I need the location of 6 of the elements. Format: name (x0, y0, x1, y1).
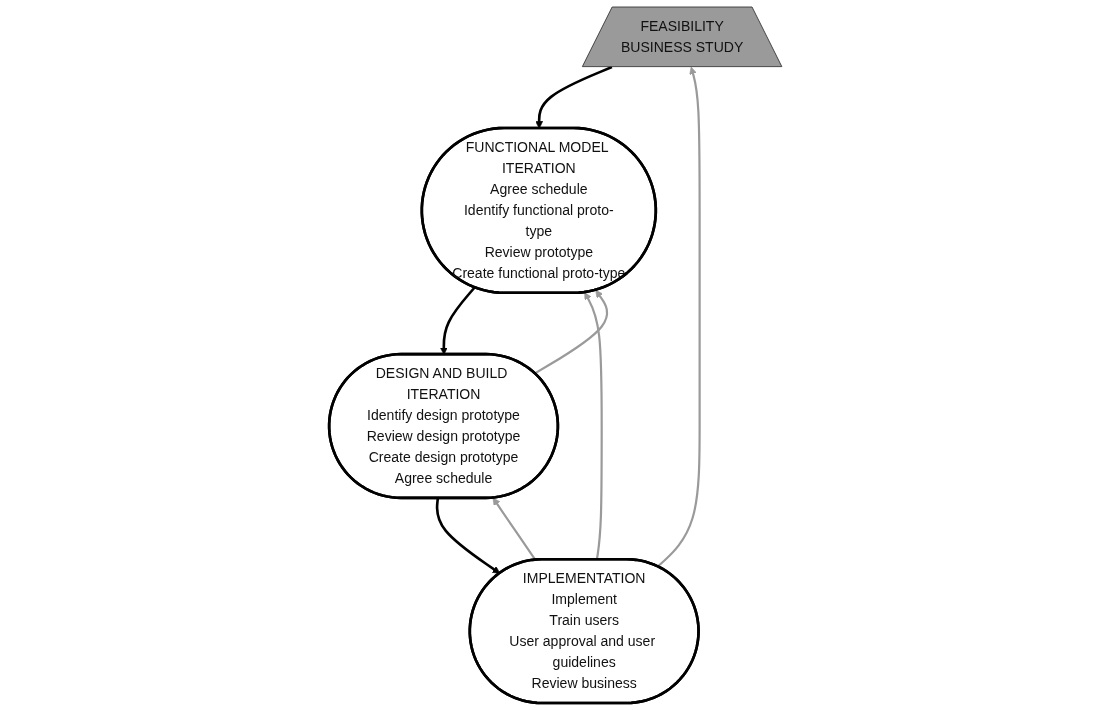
arrow (492, 497, 537, 561)
arrow (534, 289, 609, 375)
arrow (440, 286, 476, 355)
arrow (584, 292, 603, 560)
arrow (657, 66, 701, 568)
arrow (435, 498, 501, 574)
